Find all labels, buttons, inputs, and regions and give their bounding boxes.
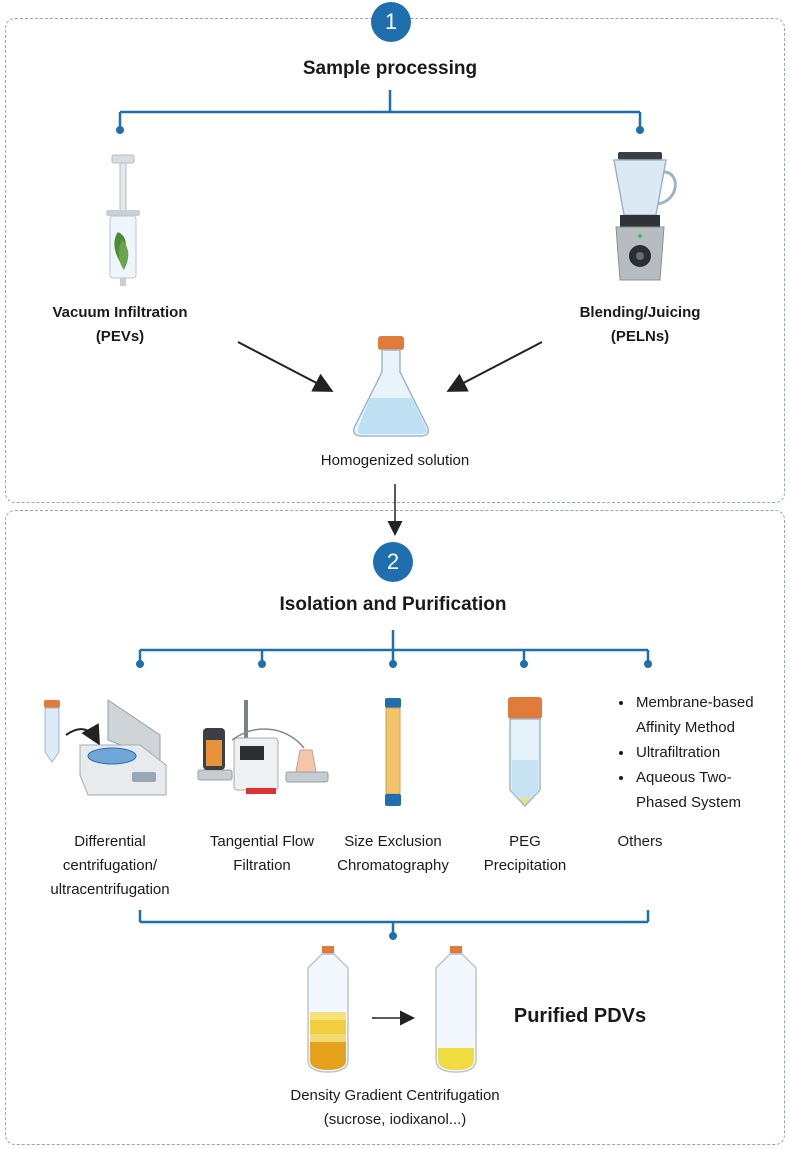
method-0-line3: ultracentrifugation [50,881,170,898]
purified-pdvs-label: Purified PDVs [513,1005,647,1027]
method-size-exclusion-chromatography: Size Exclusion Chromatography [323,830,463,878]
falcon-tube-icon [508,697,542,808]
step2-merge-connector [138,910,650,934]
blending-juicing-label: Blending/Juicing (PELNs) [550,301,730,349]
method-4-line1: Others [617,833,663,850]
others-item: Ultrafiltration [634,740,790,765]
method-tangential-flow-filtration: Tangential Flow Filtration [192,830,332,878]
vacuum-infiltration-label: Vacuum Infiltration (PEVs) [30,301,210,349]
step2-badge: 2 [373,542,413,582]
method-1-line2: Filtration [233,857,291,874]
blending-juicing-line2: (PELNs) [610,328,670,345]
size-exclusion-column-icon [385,698,401,806]
step2-title: Isolation and Purification [279,594,507,615]
method-peg-precipitation: PEG Precipitation [460,830,590,878]
method-3-line1: PEG [509,833,541,850]
syringe-icon [106,154,140,286]
step2-tree-connector [138,630,650,662]
vacuum-infiltration-line1: Vacuum Infiltration [52,304,188,321]
tangential-flow-filtration-icon [197,700,329,794]
step1-tree-connector [118,90,642,128]
method-0-line2: centrifugation/ [62,857,158,874]
step1-title: Sample processing [302,58,478,79]
flask-icon [352,336,430,437]
method-2-line2: Chromatography [337,857,449,874]
method-0-line1: Differential [74,833,146,850]
gradient-tube-after-icon [435,946,477,1073]
vacuum-infiltration-line2: (PEVs) [95,328,145,345]
method-3-line2: Precipitation [483,857,567,874]
centrifuge-icon [44,699,167,796]
method-differential-centrifugation: Differential centrifugation/ ultracentri… [20,830,200,902]
step1-badge: 1 [371,2,411,42]
blender-icon [613,152,677,281]
method-1-line1: Tangential Flow [209,833,315,850]
gradient-tube-before-icon [307,946,349,1073]
homogenized-solution-label: Homogenized solution [320,452,470,469]
density-gradient-label: Density Gradient Centrifugation (sucrose… [235,1084,555,1132]
others-item: Aqueous Two-Phased System [634,765,790,815]
method-others: Others [590,830,690,854]
density-gradient-line2: (sucrose, iodixanol...) [323,1111,467,1128]
blending-juicing-line1: Blending/Juicing [579,304,701,321]
density-gradient-line1: Density Gradient Centrifugation [290,1087,500,1104]
method-2-line1: Size Exclusion [344,833,442,850]
